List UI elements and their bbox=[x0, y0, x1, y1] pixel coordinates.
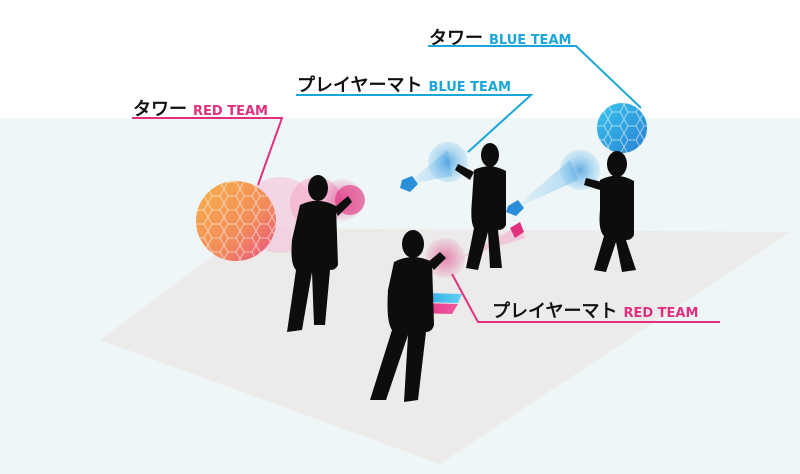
red-tower-hex-grid bbox=[196, 181, 276, 261]
mat-blue-team: BLUE TEAM bbox=[428, 80, 511, 95]
blue-gem-2 bbox=[506, 200, 524, 216]
tower-blue-team: BLUE TEAM bbox=[489, 33, 572, 48]
blue-tower-hex-grid bbox=[597, 103, 647, 153]
tower-blue-name: タワー bbox=[429, 28, 483, 49]
callout-tower-red: タワー RED TEAM bbox=[133, 101, 268, 119]
leader-line-mat-red bbox=[451, 273, 720, 323]
tower-red-name: タワー bbox=[133, 99, 187, 120]
callout-mat-blue: プレイヤーマト BLUE TEAM bbox=[297, 77, 511, 95]
tower-red-team: RED TEAM bbox=[193, 104, 268, 119]
callout-tower-blue: タワー BLUE TEAM bbox=[429, 30, 571, 48]
red-gem bbox=[510, 222, 524, 238]
silhouette-player-front bbox=[370, 230, 446, 402]
floor bbox=[100, 228, 790, 464]
mat-red-team: RED TEAM bbox=[623, 306, 699, 321]
mat-blue-name: プレイヤーマト bbox=[297, 75, 423, 96]
blue-tower bbox=[597, 103, 647, 153]
leader-line-mat-blue bbox=[296, 94, 534, 153]
blue-gem-1 bbox=[400, 176, 418, 192]
silhouette-player-back-right bbox=[584, 151, 636, 272]
silhouette-player-back-middle bbox=[455, 143, 506, 270]
silhouettes bbox=[287, 143, 636, 402]
leader-line-tower-red bbox=[132, 117, 284, 186]
leader-line-tower-blue bbox=[428, 45, 642, 109]
mat-red-name: プレイヤーマト bbox=[492, 301, 618, 322]
callout-mat-red: プレイヤーマト RED TEAM bbox=[492, 303, 698, 321]
blue-player-orb-1 bbox=[428, 142, 468, 182]
silhouette-player-left bbox=[287, 175, 352, 332]
